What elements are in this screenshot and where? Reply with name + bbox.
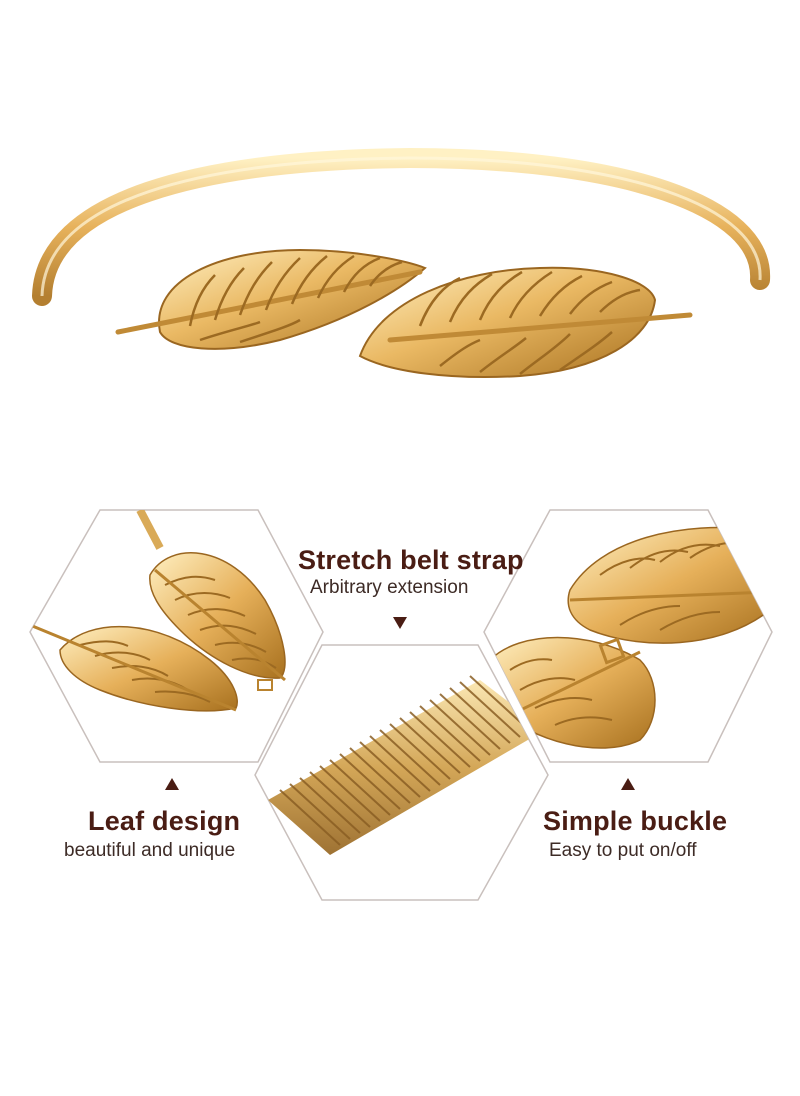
leaf-design-title: Leaf design — [88, 806, 241, 836]
stretch-strap-title: Stretch belt strap — [298, 545, 524, 575]
simple-buckle-subtitle: Easy to put on/off — [549, 840, 697, 861]
right-leaf-icon — [358, 266, 693, 379]
belt-product-photo — [32, 147, 771, 379]
stretch-strap-subtitle: Arbitrary extension — [310, 577, 469, 598]
simple-buckle-title: Simple buckle — [543, 806, 728, 836]
arrow-up-icon — [165, 778, 179, 790]
arrow-down-icon — [393, 617, 407, 629]
leaf-design-subtitle: beautiful and unique — [64, 840, 236, 861]
stretch-strap-hexagon — [254, 644, 549, 901]
arrow-up-icon — [621, 778, 635, 790]
simple-buckle-hexagon — [483, 509, 773, 763]
left-leaf-icon — [115, 248, 427, 350]
leaf-design-hexagon — [29, 509, 324, 763]
